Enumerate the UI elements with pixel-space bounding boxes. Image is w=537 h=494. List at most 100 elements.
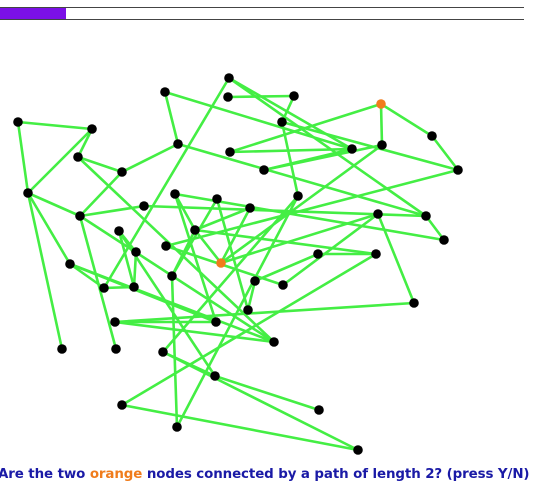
graph-node — [13, 117, 23, 127]
graph-node — [210, 371, 220, 381]
graph-edge — [78, 214, 276, 344]
graph-node — [99, 283, 109, 293]
graph-edge — [280, 120, 460, 172]
graph-edge — [213, 374, 321, 412]
graph-node — [57, 344, 67, 354]
graph-node — [172, 422, 182, 432]
graph-edge — [26, 191, 72, 266]
graph-node — [211, 317, 221, 327]
graph-node — [110, 317, 120, 327]
graph-edge — [26, 191, 64, 351]
graph-node — [245, 203, 255, 213]
graph-node — [377, 140, 387, 150]
graph-node — [158, 347, 168, 357]
graph-node — [289, 91, 299, 101]
question-text-start: Are the two — [0, 467, 90, 482]
graph-node — [23, 188, 33, 198]
graph-node — [190, 225, 200, 235]
graph-node — [212, 194, 222, 204]
graph-node — [427, 131, 437, 141]
highlighted-node — [216, 258, 226, 268]
graph-node — [170, 189, 180, 199]
graph-node — [409, 298, 419, 308]
graph-edge — [253, 252, 320, 283]
graph-edge — [26, 127, 94, 195]
question-highlight-word: orange — [89, 467, 143, 482]
graph-node — [167, 271, 177, 281]
progress-bar — [0, 7, 524, 20]
graph-edge — [227, 76, 354, 151]
graph-edge — [170, 228, 197, 278]
graph-node — [250, 276, 260, 286]
graph-edge — [113, 301, 416, 324]
highlighted-node — [376, 99, 386, 109]
graph-edge — [78, 170, 124, 218]
graph-node — [139, 201, 149, 211]
graph-edge — [215, 197, 250, 312]
graph-edge — [16, 120, 94, 131]
graph-edge — [170, 274, 179, 429]
graph-edge — [176, 142, 428, 218]
graph-edge — [16, 120, 30, 195]
graph-edge — [117, 229, 136, 289]
graph-node — [371, 249, 381, 259]
edge-layer — [16, 76, 460, 452]
graph-edge — [68, 262, 106, 290]
graph-edge — [281, 212, 380, 287]
graph-node — [224, 73, 234, 83]
graph-edge — [120, 142, 180, 174]
question-prompt: Are the two orange nodes connected by a … — [0, 467, 537, 482]
graph-node — [277, 117, 287, 127]
graph-edge — [76, 155, 124, 174]
graph-node — [87, 124, 97, 134]
graph-edge — [228, 147, 354, 154]
graph-canvas — [13, 73, 463, 455]
graph-edge — [163, 90, 180, 146]
graph-edge — [113, 320, 276, 344]
graph-edge — [246, 279, 257, 312]
graph-edge — [175, 194, 300, 429]
graph-edge — [219, 212, 380, 265]
graph-edge — [76, 127, 94, 159]
graph-edge — [120, 252, 378, 407]
graph-edge — [120, 403, 360, 452]
graph-edge — [219, 143, 384, 265]
graph-node — [314, 405, 324, 415]
graph-edge — [26, 191, 82, 218]
graph-edge — [379, 102, 434, 138]
graph-edge — [193, 228, 378, 256]
graph-node — [243, 305, 253, 315]
graph-node — [293, 191, 303, 201]
graph-node — [161, 241, 171, 251]
graph-edge — [424, 214, 446, 242]
graph-node — [111, 344, 121, 354]
graph-node — [453, 165, 463, 175]
graph-edge — [173, 192, 197, 232]
graph-edge — [430, 134, 460, 172]
graph-edge — [379, 102, 384, 147]
question-text-end: nodes connected by a path of length 2? (… — [142, 467, 530, 482]
graph-node — [439, 235, 449, 245]
graph-edge — [228, 102, 383, 154]
graph-edge — [262, 143, 384, 172]
graph-node — [259, 165, 269, 175]
graph-node — [117, 167, 127, 177]
graph-node — [73, 152, 83, 162]
graph-node — [353, 445, 363, 455]
graph-node — [225, 147, 235, 157]
progress-bar-fill — [0, 8, 66, 19]
graph-node — [223, 92, 233, 102]
graph-edge — [193, 228, 223, 265]
graph-edge — [227, 76, 428, 218]
graph-node — [347, 144, 357, 154]
graph-node — [421, 211, 431, 221]
graph-edge — [163, 90, 354, 151]
graph-node — [117, 400, 127, 410]
graph-node — [269, 337, 279, 347]
graph-node — [75, 211, 85, 221]
graph-node — [129, 282, 139, 292]
graph-node — [278, 280, 288, 290]
graph-edge — [102, 76, 231, 290]
graph-node — [160, 87, 170, 97]
graph-node — [173, 139, 183, 149]
